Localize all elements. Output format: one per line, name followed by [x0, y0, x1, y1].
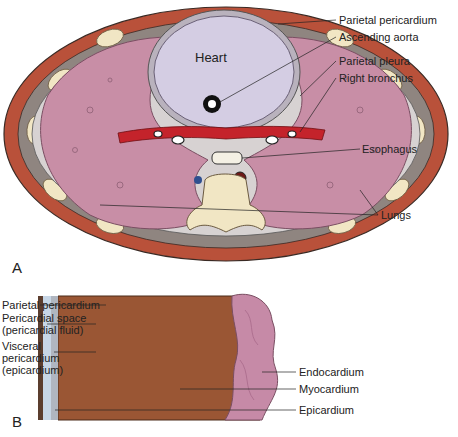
airways: [154, 131, 296, 144]
vertebra: [187, 174, 265, 232]
layer-label: Endocardium: [299, 366, 364, 378]
part-label: Esophagus: [362, 143, 417, 155]
vein: [194, 176, 202, 184]
layer-label: Parietal pericardium: [2, 299, 100, 311]
organ-label: Heart: [195, 52, 227, 64]
ascending-aorta: [203, 95, 221, 113]
body-wall: [4, 7, 448, 261]
panel-letter: B: [12, 416, 22, 428]
part-label: Ascending aorta: [339, 31, 419, 43]
chest-wall: [18, 20, 434, 248]
part-label: Parietal pleura: [339, 55, 410, 67]
leader-lines-a: [100, 20, 378, 215]
part-label: Lungs: [381, 209, 411, 221]
pleural-cavity: [32, 32, 420, 236]
endocardium: [225, 294, 278, 420]
endocardium-texture: [240, 310, 258, 400]
part-label: Right bronchus: [339, 72, 413, 84]
part-label: Parietal pericardium: [339, 14, 437, 26]
ribs: [26, 26, 426, 237]
layer-label: Myocardium: [299, 383, 359, 395]
layer-label: Pericardial space (pericardial fluid): [2, 312, 98, 336]
parietal-pericardium: [148, 10, 300, 134]
esophagus: [212, 152, 242, 164]
bronchi: [118, 126, 325, 143]
aorta-lumen: [208, 100, 216, 108]
panel-letter: A: [12, 262, 22, 274]
layer-label: Visceral pericardium (epicardium): [2, 340, 98, 376]
layer-label: Epicardium: [299, 404, 354, 416]
